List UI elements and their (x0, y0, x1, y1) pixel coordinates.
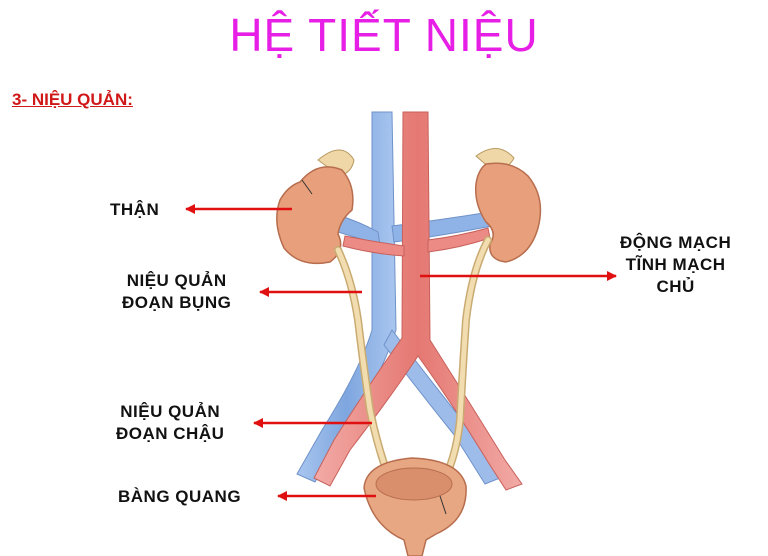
label-vessels-line1: ĐỘNG MẠCH (620, 232, 731, 254)
label-ureter-abdominal: NIỆU QUẢN ĐOẠN BỤNG (122, 270, 231, 314)
label-bladder-text: BÀNG QUANG (118, 486, 241, 508)
label-bladder: BÀNG QUANG (118, 486, 241, 508)
label-vessels-line2: TĨNH MẠCH (620, 254, 731, 276)
label-ureter-pelvic-line2: ĐOẠN CHẬU (116, 423, 224, 445)
label-ureter-abdominal-line1: NIỆU QUẢN (122, 270, 231, 292)
label-kidney-text: THẬN (110, 199, 159, 221)
label-vessels-line3: CHỦ (620, 276, 731, 298)
label-ureter-pelvic: NIỆU QUẢN ĐOẠN CHẬU (116, 401, 224, 445)
label-kidney: THẬN (110, 199, 159, 221)
label-ureter-abdominal-line2: ĐOẠN BỤNG (122, 292, 231, 314)
left-kidney (277, 150, 354, 263)
label-ureter-pelvic-line1: NIỆU QUẢN (116, 401, 224, 423)
label-vessels: ĐỘNG MẠCH TĨNH MẠCH CHỦ (620, 232, 731, 298)
bladder (364, 458, 466, 556)
